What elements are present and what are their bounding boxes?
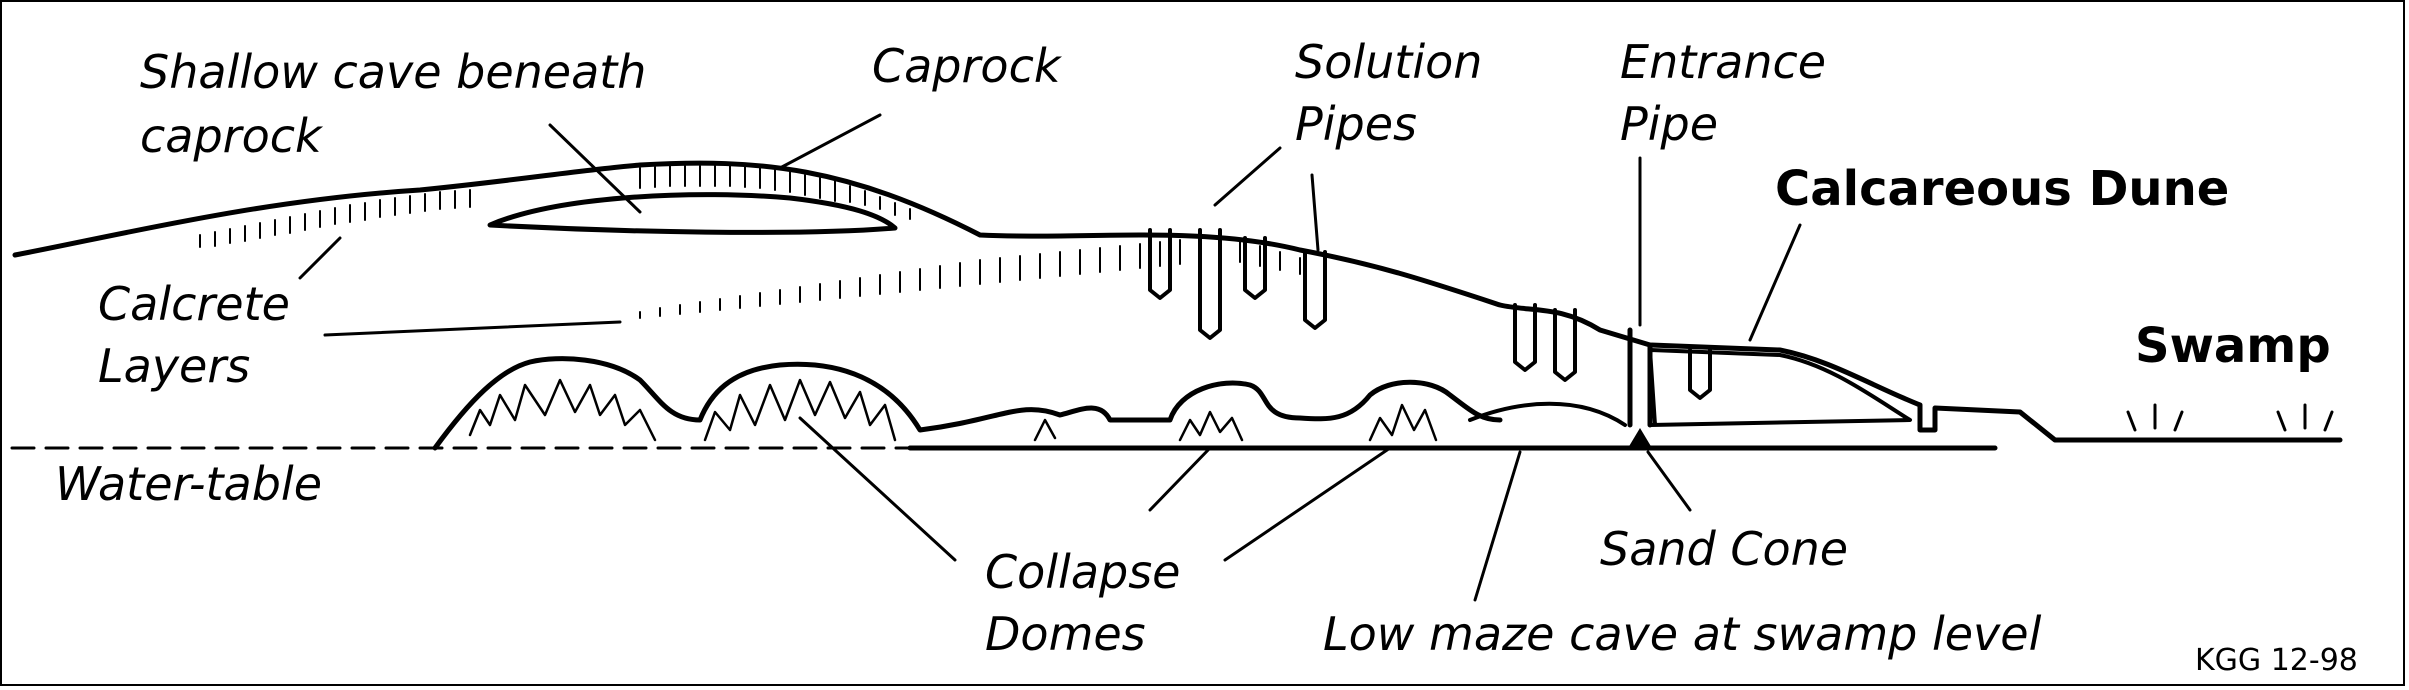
leader-collapse-2 [1148,446,1212,512]
label-water-table: Water-table [55,457,322,511]
label-caprock: Caprock [872,39,1063,93]
swamp-vegetation-icon [2126,403,2334,432]
label-solution-pipes-line2: Pipes [1295,97,1417,151]
leader-solution-pipes-1 [1213,146,1282,207]
dune-surface [12,160,2343,443]
label-collapse-domes-line2: Domes [985,607,1146,661]
leader-collapse-3 [1223,446,1392,562]
solution-pipes [1148,228,1712,400]
label-swamp: Swamp [2135,318,2331,374]
leader-caprock [778,113,882,170]
sand-cone [1628,428,1652,448]
leader-low-maze [1473,450,1522,602]
leader-collapse-1 [798,416,957,562]
calcrete-layer-hatching [639,235,1301,319]
leader-shallow-cave [548,123,642,214]
label-sand-cone: Sand Cone [1600,522,1848,576]
label-low-maze-cave: Low maze cave at swamp level [1323,607,2042,661]
leader-calcrete-1 [298,236,342,280]
leader-lines [298,113,1802,602]
low-maze-cave [1468,348,1912,427]
label-entrance-pipe-line1: Entrance [1620,35,1826,89]
leader-calcrete-2 [323,320,622,337]
collapse-domes [432,356,1503,451]
label-collapse-domes-line1: Collapse [985,545,1180,599]
leader-solution-pipes-2 [1310,173,1320,252]
leader-calcareous-dune [1748,223,1802,342]
label-shallow-cave-line1: Shallow cave beneath [140,45,646,99]
label-credit: KGG 12-98 [2195,643,2358,678]
label-calcareous-dune: Calcareous Dune [1775,161,2229,217]
shallow-cave [487,192,898,235]
caprock-hatching [199,165,911,248]
label-calcrete-line1: Calcrete [98,277,290,331]
leader-sand-cone [1646,450,1692,512]
label-solution-pipes-line1: Solution [1295,35,1482,89]
label-shallow-cave-line2: caprock [140,109,324,163]
label-calcrete-line2: Layers [98,339,250,393]
label-entrance-pipe-line2: Pipe [1620,97,1718,151]
